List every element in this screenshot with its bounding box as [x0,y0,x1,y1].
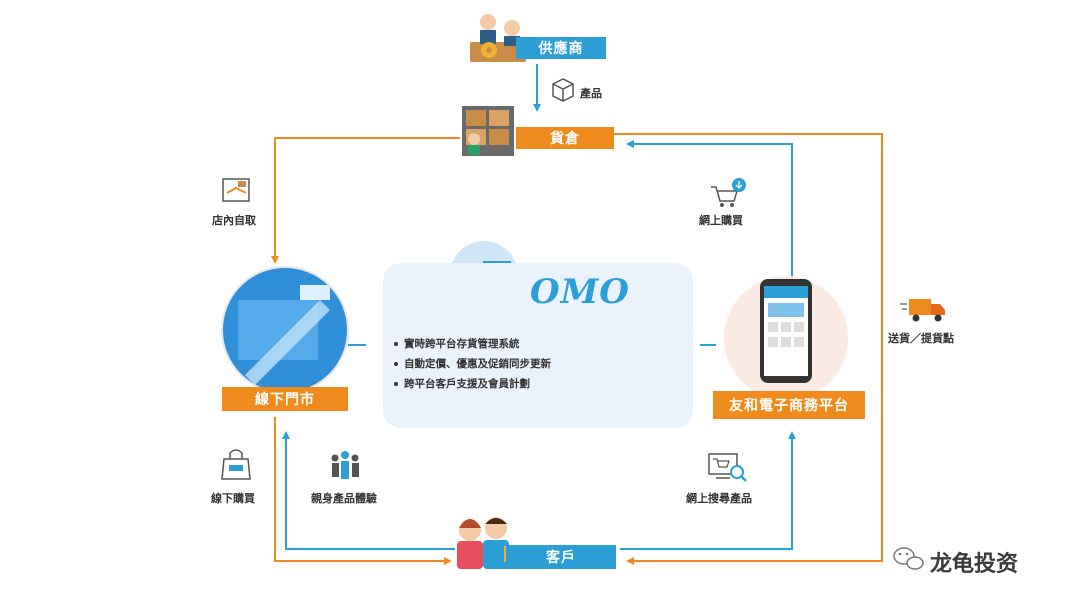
watermark: 龙龟投资 [896,546,1018,578]
watermark-text: 龙龟投资 [930,552,1019,577]
online-cart-icon [711,178,746,207]
omo-feature-list: 實時跨平台存貨管理系統 自動定價、優惠及促銷同步更新 跨平台客戶支援及會員計劃 [394,334,551,394]
flow-label-online-purchase: 網上購買 [699,214,743,227]
supplier-people-icon [470,14,526,62]
supplier-label: 供應商 [516,37,606,59]
flow-ecommerce-warehouse [626,140,793,280]
warehouse-label: 貨倉 [516,127,614,149]
flow-warehouse-store [271,137,460,264]
flow-customer-ecommerce [620,431,796,550]
flow-label-store-pickup: 店內自取 [212,214,256,227]
people-group-icon [331,451,359,479]
flow-label-product: 產品 [580,87,602,100]
store-pickup-icon [222,178,250,202]
omo-title: OMO [530,272,630,312]
customer-label: 客戶 [506,545,616,569]
shopping-bag-icon [221,449,251,480]
flow-store-customer [274,417,452,565]
flow-warehouse-customer [614,133,883,565]
omo-feature-item: 跨平台客戶支援及會員計劃 [394,374,551,394]
flow-label-hands-on: 親身產品體驗 [311,492,377,505]
offline-store-photo [221,266,349,394]
warehouse-boxes-icon [462,106,514,156]
wechat-icon [893,547,924,570]
ecommerce-label: 友和電子商務平台 [713,391,865,419]
flow-label-delivery: 送貨／提貨點 [888,332,954,345]
omo-feature-item: 實時跨平台存貨管理系統 [394,334,551,354]
ecommerce-phone-illustration [724,276,848,400]
online-search-icon [708,453,747,482]
omo-panel [383,263,693,428]
offline-store-label: 線下門市 [222,387,348,411]
flow-label-offline-purchase: 線下購買 [211,492,255,505]
omo-feature-item: 自動定價、優惠及促銷同步更新 [394,354,551,374]
flow-label-online-search: 網上搜尋產品 [686,492,752,505]
flow-customer-store [282,431,455,550]
product-box-icon [552,78,574,102]
delivery-truck-icon [900,299,945,322]
